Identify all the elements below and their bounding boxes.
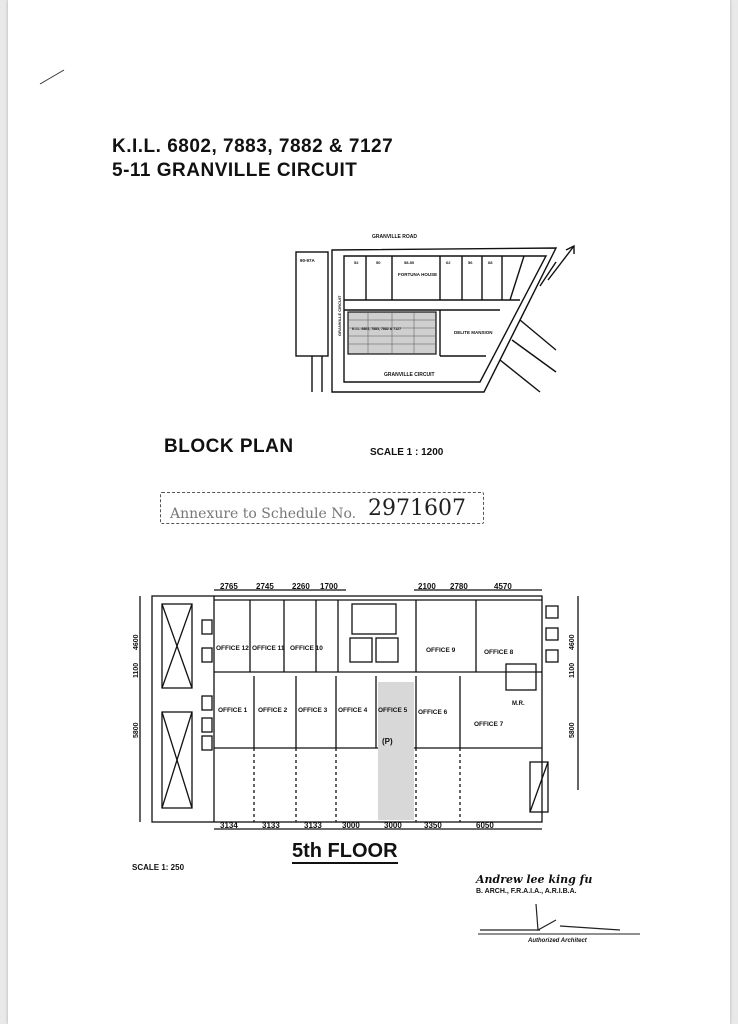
road-top-label: GRANVILLE ROAD [372, 234, 417, 240]
dim-top-6: 2780 [450, 582, 468, 591]
lot-number-2: 50 [376, 260, 381, 265]
dim-left-3: 5800 [133, 722, 140, 738]
annexure-label: Annexure to Schedule No. [170, 506, 357, 522]
road-bottom-label: GRANVILLE CIRCUIT [384, 372, 435, 378]
building-delite-label: DELITE MANSION [454, 330, 493, 335]
dim-right-2: 1100 [569, 663, 576, 678]
dim-top-1: 2765 [220, 582, 238, 591]
office-8-label: OFFICE 8 [484, 649, 514, 656]
side-number-label: 90-97A [300, 258, 316, 263]
office-6-label: OFFICE 6 [418, 709, 448, 716]
architect-qualifications: B. ARCH., F.R.A.I.A., A.R.I.B.A. [476, 888, 577, 895]
dim-bottom-4: 3000 [342, 821, 360, 830]
machine-room-label: M.R. [512, 701, 525, 707]
annexure-number: 2971607 [368, 496, 466, 521]
architect-name: Andrew lee king fu [476, 873, 593, 886]
dim-left-1: 4600 [133, 634, 140, 650]
floor-plan-heading: 5th FLOOR [292, 840, 398, 864]
lot-number-5: 56 [468, 260, 473, 265]
office-5-label: OFFICE 5 [378, 707, 408, 714]
road-side-label: GRANVILLE CIRCUIT [337, 295, 342, 336]
dim-bottom-7: 6050 [476, 821, 494, 830]
dim-top-5: 2100 [418, 582, 436, 591]
office-7-label: OFFICE 7 [474, 721, 504, 728]
office-1-label: OFFICE 1 [218, 707, 248, 714]
office-3-label: OFFICE 3 [298, 707, 328, 714]
dim-bottom-6: 3350 [424, 821, 442, 830]
dim-bottom-1: 3134 [220, 821, 238, 830]
signature-mark [480, 903, 621, 931]
dim-right-3: 5800 [569, 722, 576, 738]
dim-bottom-3: 3133 [304, 821, 322, 830]
site-lot-label: K.I.L. 6802, 7883, 7882 & 7127 [352, 327, 401, 331]
office-4-label: OFFICE 4 [338, 707, 368, 714]
dim-top-4: 1700 [320, 582, 338, 591]
dim-bottom-5: 3000 [384, 821, 402, 830]
lot-number-1: 52 [354, 260, 359, 265]
lot-number-4: 62 [446, 260, 451, 265]
lot-number-3: 58-50 [404, 260, 415, 265]
office-2-label: OFFICE 2 [258, 707, 288, 714]
document-page [8, 0, 730, 1024]
building-fortuna-label: FORTUNA HOUSE [398, 272, 437, 277]
floor-outer-wall [151, 595, 543, 823]
parking-hatch [378, 682, 414, 820]
dim-top-3: 2260 [292, 582, 310, 591]
dim-top-7: 4570 [494, 582, 512, 591]
dim-top-2: 2745 [256, 582, 274, 591]
office-9-label: OFFICE 9 [426, 647, 456, 654]
office-10-label: OFFICE 10 [290, 645, 323, 652]
office-12-label: OFFICE 12 [216, 645, 249, 652]
floor-plan-scale: SCALE 1: 250 [132, 863, 185, 872]
parking-label: (P) [382, 737, 393, 746]
annexure-stamp [160, 492, 484, 524]
dim-right-1: 4600 [569, 634, 576, 650]
block-plan-heading: BLOCK PLAN [164, 436, 294, 457]
signature-caption: Authorized Architect [528, 938, 587, 944]
office-11-label: OFFICE 11 [252, 645, 285, 652]
block-plan-scale: SCALE 1 : 1200 [370, 447, 444, 458]
document-subtitle: 5-11 GRANVILLE CIRCUIT [112, 160, 358, 181]
dim-left-2: 1100 [133, 663, 140, 678]
lot-number-6: 68 [488, 260, 493, 265]
dim-bottom-2: 3133 [262, 821, 280, 830]
document-title: K.I.L. 6802, 7883, 7882 & 7127 [112, 136, 394, 157]
